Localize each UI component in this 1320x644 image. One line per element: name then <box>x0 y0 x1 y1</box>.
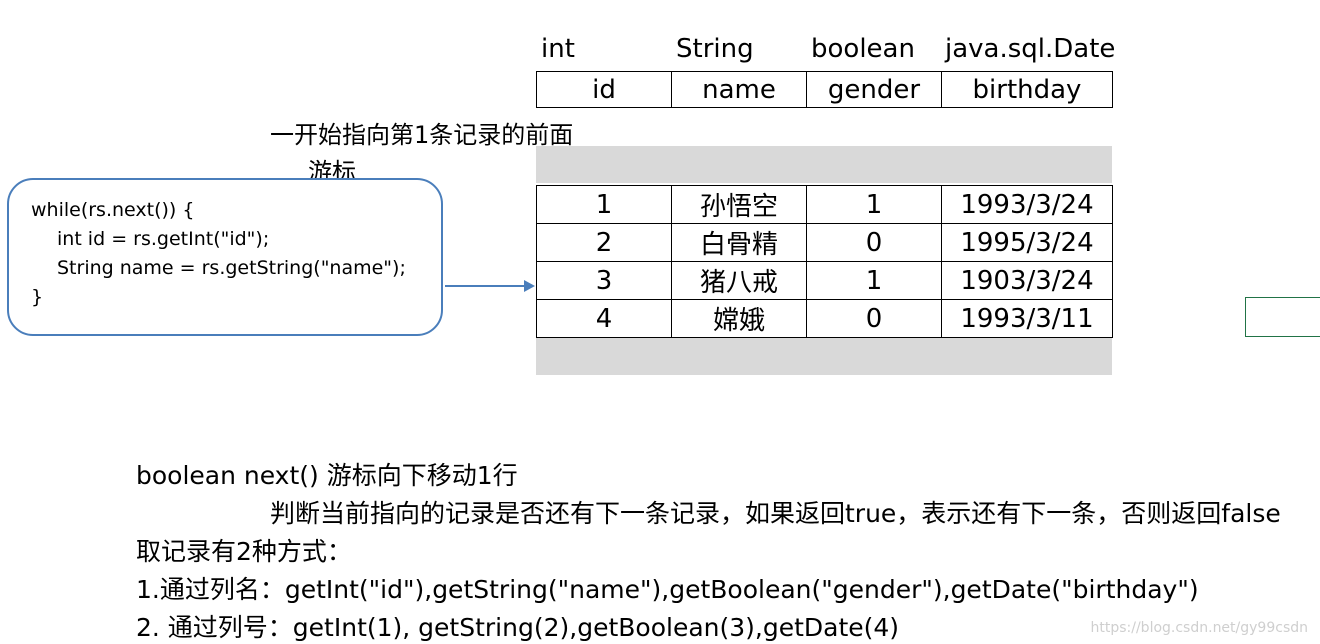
table-row: 1 孙悟空 1 1993/3/24 <box>536 185 1113 224</box>
cursor-note: 一开始指向第1条记录的前面 <box>270 121 574 149</box>
desc-by-name: 1.通过列名：getInt("id"),getString("name"),ge… <box>136 575 1199 604</box>
arrow-right-icon <box>445 280 535 292</box>
cell-name: 嫦娥 <box>671 299 807 338</box>
before-first-band <box>536 146 1112 183</box>
cell-gender: 0 <box>806 223 942 262</box>
type-label-int: int <box>541 34 575 64</box>
code-line-get-string: String name = rs.getString("name"); <box>57 257 406 279</box>
header-birthday: birthday <box>941 71 1113 108</box>
cell-gender: 0 <box>806 299 942 338</box>
cell-birthday: 1993/3/11 <box>941 299 1113 338</box>
header-gender: gender <box>806 71 942 108</box>
code-line-while: while(rs.next()) { <box>31 199 195 221</box>
table-row: 2 白骨精 0 1995/3/24 <box>536 223 1113 262</box>
after-last-band <box>536 338 1112 375</box>
desc-ways: 取记录有2种方式： <box>136 537 352 566</box>
cell-id: 4 <box>536 299 672 338</box>
cell-birthday: 1995/3/24 <box>941 223 1113 262</box>
type-label-boolean: boolean <box>811 34 915 64</box>
type-label-date: java.sql.Date <box>945 34 1116 64</box>
table-row: 3 猪八戒 1 1903/3/24 <box>536 261 1113 300</box>
cell-name: 白骨精 <box>671 223 807 262</box>
cell-id: 2 <box>536 223 672 262</box>
cell-birthday: 1903/3/24 <box>941 261 1113 300</box>
code-line-get-int: int id = rs.getInt("id"); <box>57 228 270 250</box>
cell-gender: 1 <box>806 261 942 300</box>
cell-selection-box <box>1245 297 1320 337</box>
header-name: name <box>671 71 807 108</box>
cell-name: 猪八戒 <box>671 261 807 300</box>
cell-id: 3 <box>536 261 672 300</box>
cell-name: 孙悟空 <box>671 185 807 224</box>
header-id: id <box>536 71 672 108</box>
cell-gender: 1 <box>806 185 942 224</box>
header-row: id name gender birthday <box>536 71 1113 108</box>
header-table: id name gender birthday <box>536 71 1113 108</box>
desc-next: boolean next() 游标向下移动1行 <box>136 461 518 490</box>
type-label-string: String <box>676 34 754 64</box>
data-table: 1 孙悟空 1 1993/3/24 2 白骨精 0 1995/3/24 3 猪八… <box>536 185 1113 338</box>
code-box: while(rs.next()) { int id = rs.getInt("i… <box>7 178 443 336</box>
cell-birthday: 1993/3/24 <box>941 185 1113 224</box>
code-line-close-brace: } <box>31 286 44 308</box>
desc-by-index: 2. 通过列号：getInt(1), getString(2),getBoole… <box>136 613 900 642</box>
watermark: https://blog.csdn.net/gy99csdn <box>1090 620 1309 636</box>
desc-next-detail: 判断当前指向的记录是否还有下一条记录，如果返回true，表示还有下一条，否则返回… <box>270 499 1281 528</box>
table-row: 4 嫦娥 0 1993/3/11 <box>536 299 1113 338</box>
cell-id: 1 <box>536 185 672 224</box>
